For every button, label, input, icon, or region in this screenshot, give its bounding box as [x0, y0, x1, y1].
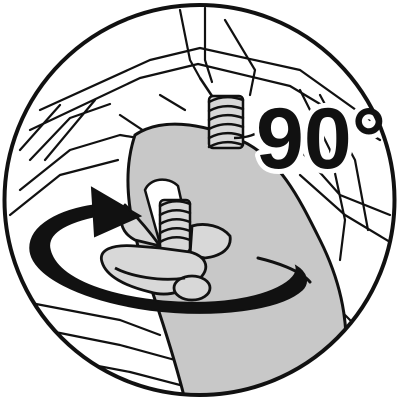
lower-bolt-thread: [160, 200, 190, 252]
rotation-angle-label: 90°: [256, 91, 386, 187]
